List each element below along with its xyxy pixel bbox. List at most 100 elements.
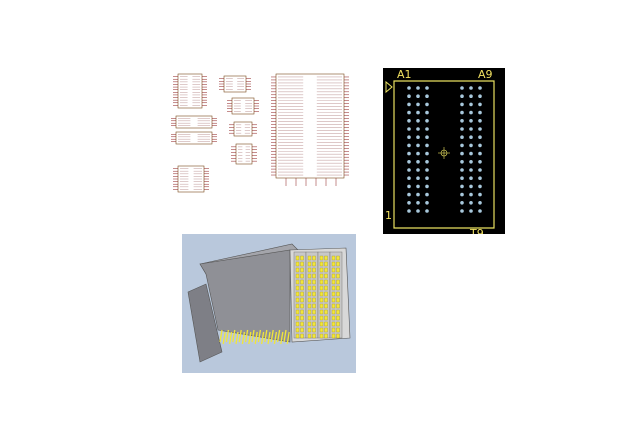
pin [295, 315, 300, 321]
pad [407, 86, 411, 90]
pin [307, 309, 312, 315]
pin [336, 267, 340, 273]
pin [295, 297, 300, 303]
pin [295, 273, 300, 279]
pin [312, 285, 316, 291]
pin [331, 303, 336, 309]
pad [469, 151, 473, 156]
pad [460, 160, 464, 164]
pad [425, 94, 429, 98]
pin [319, 297, 324, 303]
pin [295, 285, 300, 291]
pin [324, 321, 328, 327]
pad [425, 184, 429, 189]
pin [312, 255, 316, 261]
pin [336, 333, 340, 339]
pin [300, 291, 304, 297]
symbol-box [175, 131, 213, 145]
pad [460, 86, 464, 90]
symbol-block-1 [173, 73, 207, 109]
pin [331, 267, 336, 273]
pad [460, 201, 464, 205]
pin [307, 273, 312, 279]
pad [469, 143, 473, 148]
pin [319, 315, 324, 321]
pad [407, 94, 411, 98]
pin [312, 273, 316, 279]
pin [324, 273, 328, 279]
pad [460, 135, 464, 139]
pin-tail [280, 331, 284, 345]
pad [460, 143, 464, 148]
pin [307, 321, 312, 327]
pad [469, 184, 473, 189]
pad [407, 184, 411, 189]
connector-pin-array [293, 251, 343, 339]
pad [416, 160, 420, 164]
pin-column-slot [329, 251, 343, 339]
footprint-view[interactable]: A1 A9 1 T9 [383, 68, 505, 234]
pin-tail [260, 331, 265, 345]
pin [312, 261, 316, 267]
pin [336, 327, 340, 333]
pin [300, 255, 304, 261]
symbol-block-2 [219, 75, 251, 93]
pad [460, 102, 464, 107]
connector-3d-render [187, 243, 351, 363]
symbol-block-6 [229, 121, 257, 137]
pin [319, 303, 324, 309]
pin [307, 261, 312, 267]
pad [407, 192, 411, 197]
pin-tail [244, 329, 249, 343]
pin [295, 303, 300, 309]
pin [307, 327, 312, 333]
pin [331, 279, 336, 285]
pad [460, 94, 464, 98]
pin [324, 291, 328, 297]
schematic-drawing [171, 73, 349, 193]
pin [319, 333, 324, 339]
pad [425, 209, 429, 213]
pin [295, 327, 300, 333]
pad [460, 184, 464, 189]
pad [478, 86, 482, 90]
pin [312, 291, 316, 297]
pin [295, 261, 300, 267]
symbol-block-5 [171, 131, 217, 145]
pin [331, 273, 336, 279]
pin [312, 321, 316, 327]
pad [407, 176, 411, 180]
pin [295, 333, 300, 339]
pad [478, 127, 482, 131]
pin-tail [257, 329, 262, 343]
pin-column-slot [305, 251, 319, 339]
pad [416, 168, 420, 172]
pin [312, 309, 316, 315]
pad [416, 184, 420, 189]
pad [416, 151, 420, 156]
pin [331, 255, 336, 261]
pad [460, 119, 464, 123]
pin-tail [235, 331, 239, 345]
pin [319, 255, 324, 261]
pin [319, 261, 324, 267]
pin [336, 309, 340, 315]
pin-tail [270, 329, 274, 343]
pad [425, 86, 429, 90]
pad [469, 168, 473, 172]
pin [295, 255, 300, 261]
pin-tail [251, 329, 255, 343]
pad [407, 110, 411, 115]
pin-tail [228, 331, 233, 345]
3d-model-view[interactable] [182, 234, 356, 373]
pad [416, 86, 420, 90]
pad [425, 102, 429, 107]
pcb-plate [187, 283, 223, 363]
pad [425, 127, 429, 131]
pad [407, 127, 411, 131]
pin [319, 309, 324, 315]
pin [307, 285, 312, 291]
pin [307, 255, 312, 261]
schematic-view[interactable] [168, 68, 354, 196]
pad [407, 209, 411, 213]
